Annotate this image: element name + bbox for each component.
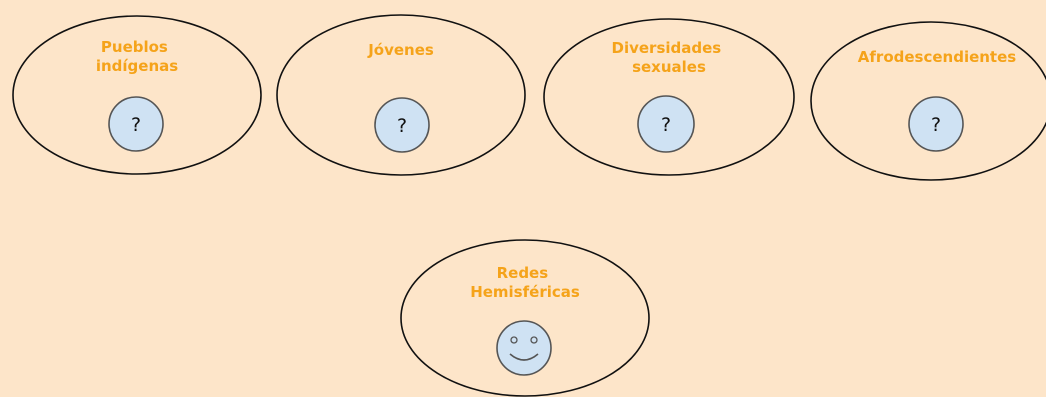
group-pueblos-indigenas: Pueblos indígenas ? — [12, 15, 262, 175]
group-label-line: Pueblos — [101, 38, 168, 56]
icon-text: ? — [131, 114, 141, 136]
question-icon: ? — [637, 95, 695, 153]
group-ellipse — [12, 15, 262, 175]
group-ellipse — [543, 18, 795, 176]
question-icon: ? — [374, 97, 430, 153]
group-label-line: Redes — [497, 264, 549, 282]
group-jovenes: Jóvenes ? — [276, 14, 526, 176]
question-icon: ? — [908, 96, 964, 152]
group-ellipse — [276, 14, 526, 176]
icon-text: ? — [397, 115, 407, 137]
group-label-line: Diversidades — [612, 39, 722, 57]
group-label-line: Hemisféricas — [470, 283, 580, 301]
group-ellipse — [810, 21, 1046, 181]
group-label: Pueblos indígenas — [96, 38, 178, 75]
group-label-line: indígenas — [96, 57, 178, 75]
group-label-line: sexuales — [632, 58, 706, 76]
group-label: Diversidades sexuales — [612, 39, 727, 76]
group-afrodescendientes: Afrodescendientes ? — [810, 21, 1046, 181]
group-label-line: Afrodescendientes — [858, 48, 1016, 66]
group-diversidades-sexuales: Diversidades sexuales ? — [543, 18, 795, 176]
icon-text: ? — [931, 114, 941, 136]
question-icon: ? — [108, 96, 164, 152]
group-label-line: Jóvenes — [367, 41, 434, 59]
icon-text: ? — [661, 114, 671, 136]
group-redes-hemisfericas: Redes Hemisféricas — [400, 239, 650, 397]
group-label: Afrodescendientes — [858, 48, 1016, 66]
smiley-icon — [496, 320, 552, 376]
group-label: Redes Hemisféricas — [470, 264, 580, 301]
group-label: Jóvenes — [367, 41, 434, 59]
group-ellipse — [400, 239, 650, 397]
